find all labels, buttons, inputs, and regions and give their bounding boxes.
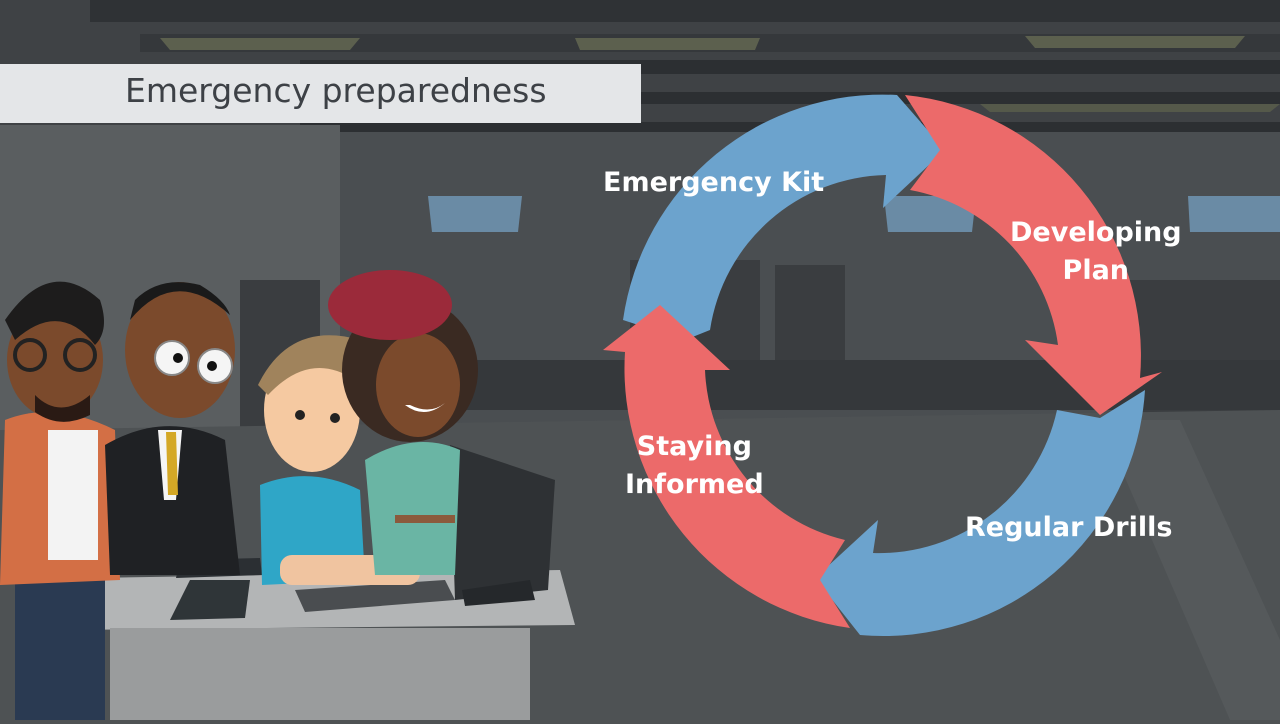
label-regular-drills: Regular Drills (965, 512, 1173, 543)
ceiling-light (575, 38, 760, 50)
ceiling-light (980, 104, 1280, 112)
page-title: Emergency preparedness (125, 71, 547, 110)
label-staying-informed-line1: Staying (636, 431, 752, 462)
cycle-diagram (603, 94, 1162, 637)
label-emergency-kit: Emergency Kit (603, 167, 825, 198)
desk-body (110, 628, 530, 720)
arrow-emergency-kit (623, 94, 945, 340)
label-developing-plan-line2: Plan (1062, 255, 1130, 286)
floor-line (1100, 420, 1280, 720)
person-suit (105, 282, 240, 575)
window (428, 196, 522, 232)
ceiling-beam (90, 0, 1280, 22)
ceiling-light (160, 38, 360, 50)
ceiling-light (1025, 36, 1245, 48)
label-developing-plan-line1: Developing (1010, 217, 1182, 248)
person-left (0, 281, 120, 720)
label-staying-informed-line2: Informed (625, 469, 764, 500)
label-staying-informed: Staying Informed (625, 428, 764, 504)
conveyor (440, 360, 1280, 410)
arrow-staying-informed (603, 305, 850, 628)
window (884, 196, 976, 232)
person-beret (328, 270, 478, 575)
person-seated (258, 335, 420, 585)
title-banner (0, 64, 641, 123)
computer-monitor-icon (450, 445, 555, 606)
arrow-regular-drills (815, 390, 1145, 637)
window (1188, 196, 1280, 232)
keyboard-icon (295, 580, 455, 612)
arrow-developing-plan (905, 95, 1162, 415)
label-developing-plan: Developing Plan (1010, 214, 1182, 290)
